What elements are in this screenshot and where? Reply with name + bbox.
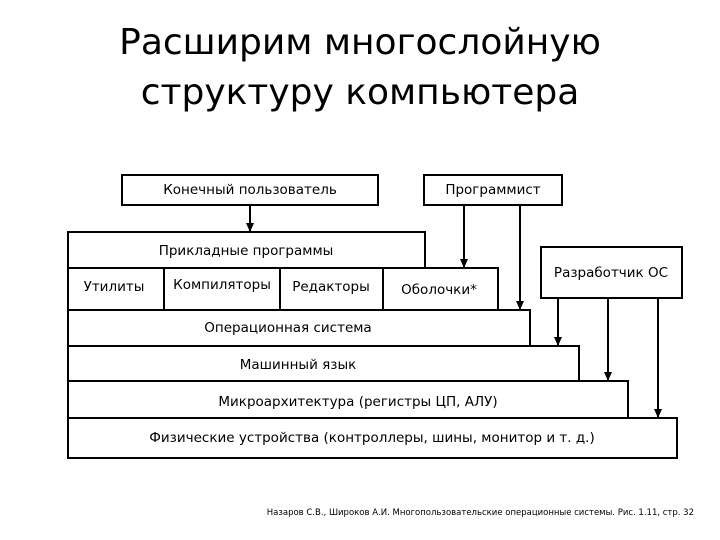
physical-devices-layer [67,417,678,459]
machine-language-label: Машинный язык [240,357,357,373]
compilers-box [163,267,281,311]
editors-box [279,267,384,311]
operating-system-label: Операционная система [204,320,371,336]
os-developer-label: Разработчик ОС [554,265,668,281]
utilities-label: Утилиты [84,279,145,295]
machine-language-layer [67,345,580,382]
compilers-label: Компиляторы [173,277,271,293]
page-title: Расширим многослойную структуру компьюте… [0,18,720,118]
title-line-1: Расширим многослойную [119,22,601,63]
physical-devices-label: Физические устройства (контроллеры, шины… [149,430,594,446]
programmer-label: Программист [445,182,540,198]
title-line-2: структуру компьютера [140,72,580,113]
editors-label: Редакторы [292,279,370,295]
end-user-box [121,174,379,206]
microarchitecture-label: Микроархитектура (регистры ЦП, АЛУ) [218,394,497,410]
source-citation: Назаров С.В., Широков А.И. Многопользова… [266,508,694,518]
shells-box [382,267,499,311]
shells-label: Оболочки* [401,282,477,298]
applications-layer [67,231,426,269]
microarchitecture-layer [67,380,629,419]
utilities-box [67,267,165,311]
applications-label: Прикладные программы [159,243,334,259]
programmer-box [423,174,563,206]
end-user-label: Конечный пользователь [163,182,337,198]
os-developer-box [540,246,683,299]
